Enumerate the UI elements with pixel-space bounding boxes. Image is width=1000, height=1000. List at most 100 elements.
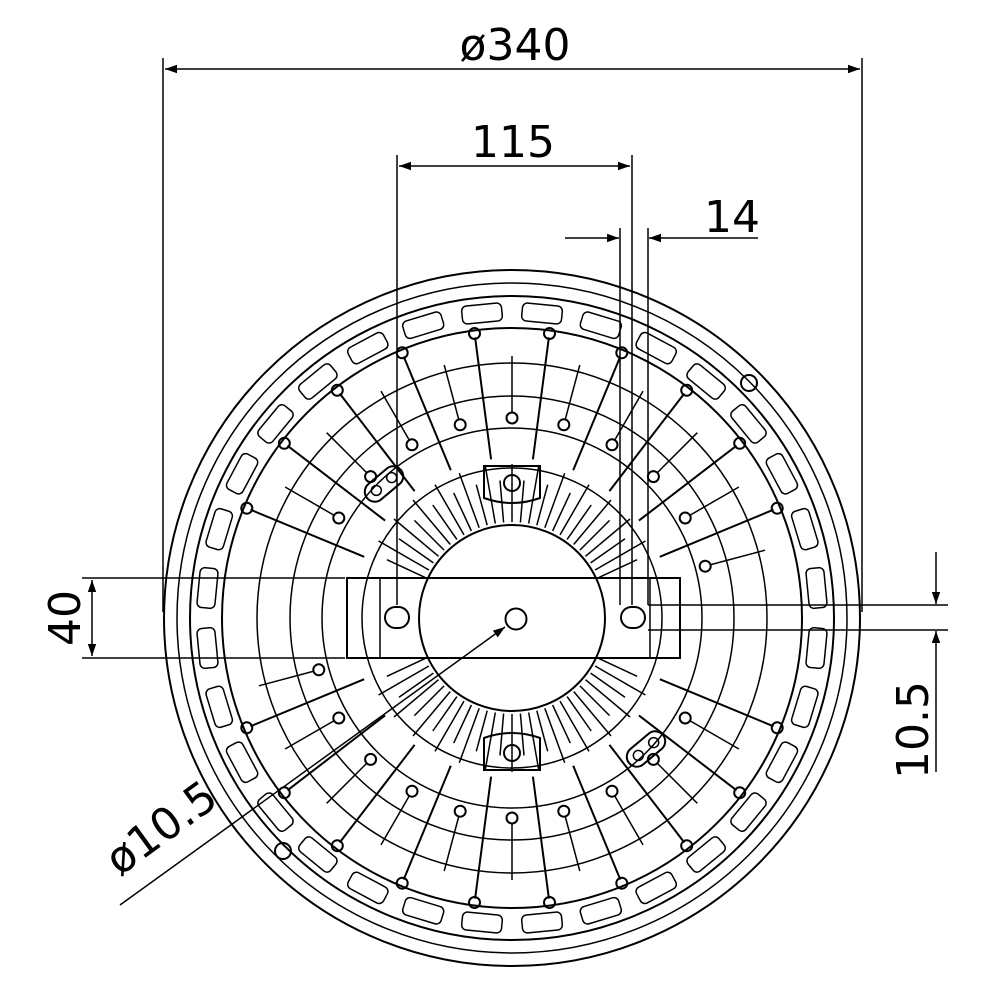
outer-cell bbox=[298, 363, 338, 400]
fin bbox=[544, 473, 566, 529]
rib-boss bbox=[543, 327, 556, 340]
rib-boss bbox=[543, 896, 556, 909]
fin bbox=[551, 492, 571, 532]
mounting-bracket bbox=[346, 577, 681, 659]
slot-lower-right bbox=[625, 730, 667, 768]
rib-boss bbox=[468, 327, 481, 340]
ring-cell-outer bbox=[189, 295, 835, 941]
rib bbox=[638, 714, 738, 792]
rib-boss bbox=[680, 383, 694, 397]
outer-cell bbox=[520, 302, 564, 325]
rib bbox=[402, 356, 452, 471]
fin bbox=[432, 696, 458, 732]
fin bbox=[393, 518, 439, 557]
ring-hole bbox=[740, 374, 758, 392]
rib bbox=[572, 356, 622, 471]
inner-boss bbox=[364, 470, 378, 484]
fin bbox=[594, 665, 646, 696]
fin bbox=[559, 700, 590, 752]
fin bbox=[573, 499, 612, 545]
outer-cell bbox=[765, 741, 799, 784]
fin bbox=[598, 559, 638, 579]
inner-boss bbox=[453, 418, 467, 432]
fin bbox=[412, 499, 451, 545]
outer-cell bbox=[765, 452, 799, 495]
fin bbox=[432, 504, 458, 540]
outer-cell bbox=[730, 792, 767, 832]
rib bbox=[250, 508, 365, 558]
fin bbox=[453, 704, 473, 744]
rib bbox=[286, 444, 386, 522]
rib-boss bbox=[330, 383, 344, 397]
rib-boss bbox=[277, 436, 291, 450]
rib-boss bbox=[733, 786, 747, 800]
fin bbox=[484, 712, 497, 770]
rib-boss bbox=[770, 501, 784, 515]
slot-width-label: 10.5 bbox=[888, 681, 939, 779]
outer-cell bbox=[686, 836, 726, 873]
hub-circle bbox=[418, 524, 606, 712]
rib-boss bbox=[330, 839, 344, 853]
secondary-rib bbox=[689, 486, 740, 517]
inner-boss bbox=[557, 418, 571, 432]
inner-boss bbox=[698, 559, 712, 573]
secondary-rib bbox=[656, 762, 698, 804]
rib bbox=[402, 765, 452, 880]
outer-cell bbox=[196, 566, 219, 610]
rib bbox=[531, 337, 550, 460]
outer-cell bbox=[790, 507, 819, 551]
led-housing bbox=[163, 269, 861, 967]
fin bbox=[412, 691, 451, 737]
rib bbox=[338, 744, 416, 844]
outer-cell bbox=[579, 896, 623, 925]
fin bbox=[378, 540, 430, 571]
outer-cell bbox=[346, 331, 389, 365]
slot-right bbox=[620, 606, 646, 629]
secondary-rib bbox=[564, 364, 581, 421]
inner-boss bbox=[646, 470, 660, 484]
bottom-tab bbox=[483, 732, 541, 771]
rib bbox=[474, 776, 493, 899]
inner-boss bbox=[605, 784, 619, 798]
slot-left bbox=[384, 606, 410, 629]
outer-cell bbox=[805, 566, 828, 610]
secondary-rib bbox=[284, 719, 335, 750]
radial-ribs bbox=[250, 337, 774, 899]
inner-boss bbox=[332, 711, 346, 725]
fin bbox=[413, 519, 445, 551]
outer-cells bbox=[196, 302, 828, 934]
outer-cell bbox=[520, 911, 564, 934]
outer-cell bbox=[686, 363, 726, 400]
bracket-height-label: 40 bbox=[40, 590, 91, 646]
fin bbox=[393, 679, 439, 718]
center-hole-diameter-label: ø10.5 bbox=[96, 771, 227, 886]
inner-boss bbox=[453, 804, 467, 818]
top-tab bbox=[483, 465, 541, 504]
inner-boss bbox=[312, 663, 326, 677]
secondary-rib bbox=[443, 364, 460, 421]
heatsink-fins bbox=[378, 464, 646, 772]
secondary-rib bbox=[689, 719, 740, 750]
inner-boss bbox=[557, 804, 571, 818]
fin bbox=[579, 685, 611, 717]
fin bbox=[386, 657, 426, 677]
outer-cell bbox=[730, 404, 767, 444]
secondary-rib bbox=[380, 795, 411, 846]
outer-cell bbox=[401, 311, 445, 340]
rim-inner-edge bbox=[176, 282, 848, 954]
fin bbox=[527, 466, 540, 524]
inner-boss bbox=[332, 511, 346, 525]
secondary-rib bbox=[258, 670, 315, 687]
outer-cell bbox=[346, 871, 389, 905]
fin bbox=[566, 696, 592, 732]
fin bbox=[536, 484, 549, 526]
outer-cell bbox=[790, 685, 819, 729]
outer-cell bbox=[635, 871, 678, 905]
rib-boss bbox=[468, 896, 481, 909]
inner-boss bbox=[605, 438, 619, 452]
rib bbox=[250, 678, 365, 728]
fin bbox=[386, 559, 426, 579]
outer-cell bbox=[257, 404, 294, 444]
rib-boss bbox=[240, 501, 254, 515]
